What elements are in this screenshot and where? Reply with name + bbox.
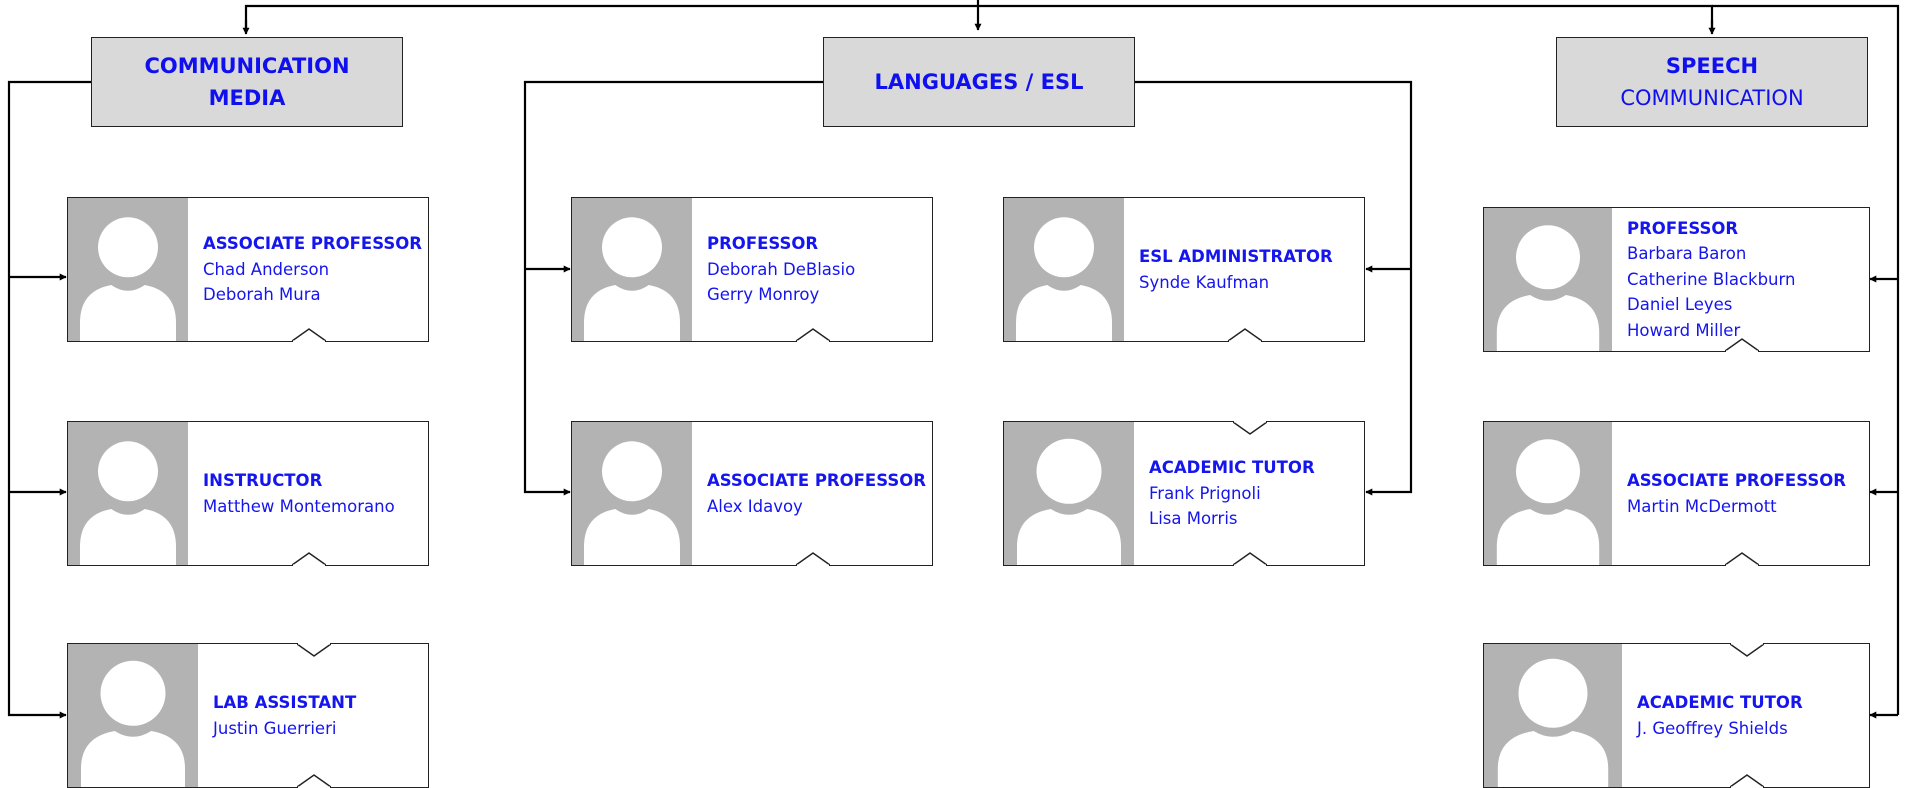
department-communication-media: COMMUNICATION MEDIA xyxy=(91,37,403,127)
department-title-line2: COMMUNICATION xyxy=(1620,86,1804,110)
staff-photo xyxy=(1004,422,1134,565)
staff-photo xyxy=(572,422,692,565)
card-notch-top xyxy=(1729,642,1764,657)
staff-photo xyxy=(1004,198,1124,341)
staff-role-title: ASSOCIATE PROFESSOR xyxy=(707,471,926,490)
department-languages-esl: LANGUAGES / ESL xyxy=(823,37,1135,127)
staff-role-title: ACADEMIC TUTOR xyxy=(1149,458,1315,478)
staff-card: ASSOCIATE PROFESSOR Alex Idavoy xyxy=(571,421,933,566)
person-placeholder-icon xyxy=(80,441,176,565)
connector-mid-left-bus xyxy=(523,80,823,496)
staff-photo xyxy=(1484,208,1612,351)
staff-photo xyxy=(68,198,188,341)
department-speech-communication: SPEECH COMMUNICATION xyxy=(1556,37,1868,127)
card-notch-bottom xyxy=(292,551,326,566)
staff-name: Catherine Blackburn xyxy=(1627,269,1796,289)
staff-card-text: ASSOCIATE PROFESSOR Alex Idavoy xyxy=(707,422,926,565)
card-notch-bottom xyxy=(796,327,830,342)
card-notch-top xyxy=(297,642,331,657)
connector-top-bus xyxy=(244,4,1714,30)
person-placeholder-icon xyxy=(1496,225,1600,351)
staff-card: ESL ADMINISTRATOR Synde Kaufman xyxy=(1003,197,1365,342)
person-placeholder-icon xyxy=(584,217,680,341)
card-notch-bottom xyxy=(1233,551,1267,566)
staff-card-text: INSTRUCTOR Matthew Montemorano xyxy=(203,422,395,565)
card-notch-bottom xyxy=(297,773,331,788)
staff-name: Lisa Morris xyxy=(1149,509,1238,529)
staff-name: Gerry Monroy xyxy=(707,285,820,305)
staff-role-title: ESL ADMINISTRATOR xyxy=(1139,247,1333,266)
card-notch-bottom xyxy=(1729,773,1764,788)
staff-card: ACADEMIC TUTOR J. Geoffrey Shields xyxy=(1483,642,1870,788)
card-notch-bottom xyxy=(1228,327,1262,342)
staff-photo xyxy=(68,644,198,787)
staff-photo xyxy=(68,422,188,565)
department-title-line1: SPEECH xyxy=(1665,54,1759,78)
staff-photo xyxy=(1484,422,1612,565)
person-placeholder-icon xyxy=(1017,438,1121,565)
staff-role-title: PROFESSOR xyxy=(707,234,819,254)
staff-card: INSTRUCTOR Matthew Montemorano xyxy=(67,421,429,566)
card-notch-bottom xyxy=(796,551,830,566)
staff-role-title: LAB ASSISTANT xyxy=(213,693,357,712)
staff-card-text: ACADEMIC TUTOR J. Geoffrey Shields xyxy=(1637,644,1803,787)
staff-name: Alex Idavoy xyxy=(707,496,803,516)
person-placeholder-icon xyxy=(1497,658,1609,787)
staff-card-text: ASSOCIATE PROFESSOR Martin McDermott xyxy=(1627,422,1846,565)
staff-card: LAB ASSISTANT Justin Guerrieri xyxy=(67,642,429,788)
person-placeholder-icon xyxy=(81,660,185,787)
department-title-line1: COMMUNICATION xyxy=(144,54,350,78)
staff-name: Justin Guerrieri xyxy=(213,718,337,738)
staff-card-text: LAB ASSISTANT Justin Guerrieri xyxy=(213,644,356,787)
staff-role-title: ASSOCIATE PROFESSOR xyxy=(203,234,422,254)
staff-name: Synde Kaufman xyxy=(1139,272,1270,292)
person-placeholder-icon xyxy=(1016,217,1112,341)
staff-role-title: ASSOCIATE PROFESSOR xyxy=(1627,471,1846,490)
department-title-line2: MEDIA xyxy=(208,86,286,110)
staff-card-text: ESL ADMINISTRATOR Synde Kaufman xyxy=(1139,198,1333,341)
staff-name: J. Geoffrey Shields xyxy=(1637,718,1788,738)
card-notch-bottom xyxy=(1724,551,1759,566)
connector-mid-right-bus xyxy=(1135,80,1413,496)
staff-name: Howard Miller xyxy=(1627,320,1741,340)
department-title-line1: LANGUAGES / ESL xyxy=(874,70,1084,94)
card-notch-bottom xyxy=(1724,337,1759,352)
staff-role-title: PROFESSOR xyxy=(1627,218,1739,238)
staff-role-title: ACADEMIC TUTOR xyxy=(1637,693,1803,712)
staff-name: Deborah DeBlasio xyxy=(707,259,856,279)
staff-role-title: INSTRUCTOR xyxy=(203,471,323,490)
staff-photo xyxy=(572,198,692,341)
card-notch-bottom xyxy=(292,327,326,342)
staff-card: ASSOCIATE PROFESSOR Martin McDermott xyxy=(1483,421,1870,566)
staff-name: Martin McDermott xyxy=(1627,496,1777,516)
staff-name: Chad Anderson xyxy=(203,259,330,279)
person-placeholder-icon xyxy=(1496,439,1600,565)
connector-top-right xyxy=(1712,4,1900,715)
connector-left-bus xyxy=(7,80,91,719)
person-placeholder-icon xyxy=(80,217,176,341)
person-placeholder-icon xyxy=(584,441,680,565)
staff-name: Daniel Leyes xyxy=(1627,295,1733,315)
staff-name: Deborah Mura xyxy=(203,285,321,305)
card-notch-top xyxy=(1233,420,1267,435)
staff-name: Frank Prignoli xyxy=(1149,483,1261,503)
staff-photo xyxy=(1484,644,1622,787)
staff-name: Barbara Baron xyxy=(1627,244,1747,264)
staff-name: Matthew Montemorano xyxy=(203,496,395,516)
